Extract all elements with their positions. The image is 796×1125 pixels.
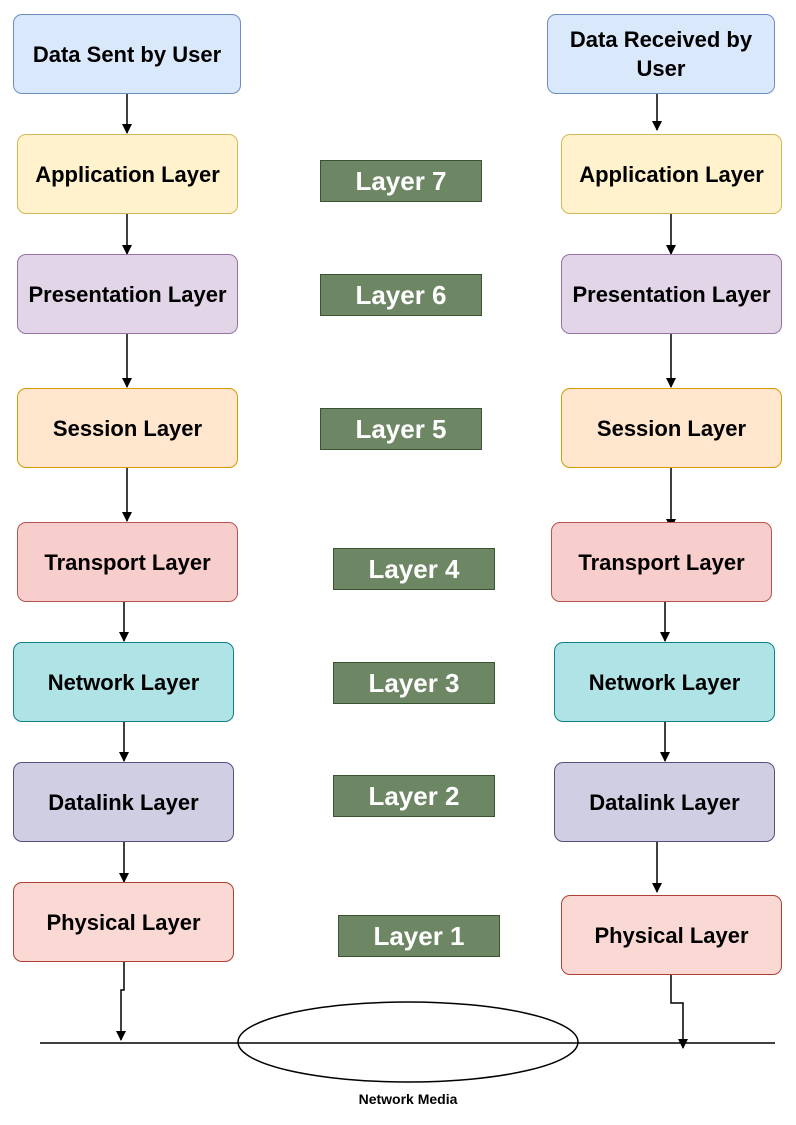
sender-session-layer-label: Session Layer	[52, 415, 203, 441]
sender-user-label: Data Sent by User	[32, 41, 222, 67]
sender-datalink-layer-label: Datalink Layer	[48, 789, 199, 815]
sender-datalink-layer-box: Datalink Layer	[13, 762, 234, 842]
sender-network-layer-label: Network Layer	[47, 669, 200, 695]
sender-transport-layer-label: Transport Layer	[44, 549, 211, 575]
layer-5-tag: Layer 5	[320, 408, 482, 450]
sender-presentation-layer-label: Presentation Layer	[28, 281, 227, 307]
receiver-datalink-layer-label: Datalink Layer	[589, 789, 740, 815]
arrow-receiver-physical-to-media	[670, 975, 688, 1049]
layer-2-tag: Layer 2	[333, 775, 495, 817]
sender-physical-layer-label: Physical Layer	[46, 909, 201, 935]
receiver-physical-layer-label: Physical Layer	[594, 922, 749, 948]
receiver-user-box: Data Received by User	[547, 14, 775, 94]
receiver-network-layer-label: Network Layer	[588, 669, 741, 695]
sender-user-box: Data Sent by User	[13, 14, 241, 94]
receiver-session-layer-box: Session Layer	[561, 388, 782, 468]
receiver-transport-layer-box: Transport Layer	[551, 522, 772, 602]
layer-3-tag: Layer 3	[333, 662, 495, 704]
receiver-transport-layer-label: Transport Layer	[578, 549, 745, 575]
sender-physical-layer-box: Physical Layer	[13, 882, 234, 962]
receiver-datalink-layer-box: Datalink Layer	[554, 762, 775, 842]
layer-6-tag: Layer 6	[320, 274, 482, 316]
receiver-presentation-layer-box: Presentation Layer	[561, 254, 782, 334]
receiver-presentation-layer-label: Presentation Layer	[572, 281, 771, 307]
sender-application-layer-label: Application Layer	[35, 161, 220, 187]
sender-transport-layer-box: Transport Layer	[17, 522, 238, 602]
sender-network-layer-box: Network Layer	[13, 642, 234, 722]
layer-1-tag: Layer 1	[338, 915, 500, 957]
network-media-label: Network Media	[358, 1091, 458, 1107]
receiver-network-layer-box: Network Layer	[554, 642, 775, 722]
network-media-ellipse	[237, 1001, 579, 1083]
arrow-sender-physical-to-media	[116, 962, 126, 1041]
receiver-user-label: Data Received by User	[569, 27, 753, 81]
receiver-application-layer-box: Application Layer	[561, 134, 782, 214]
layer-4-tag: Layer 4	[333, 548, 495, 590]
sender-application-layer-box: Application Layer	[17, 134, 238, 214]
sender-presentation-layer-box: Presentation Layer	[17, 254, 238, 334]
receiver-session-layer-label: Session Layer	[596, 415, 747, 441]
receiver-application-layer-label: Application Layer	[579, 161, 764, 187]
sender-session-layer-box: Session Layer	[17, 388, 238, 468]
receiver-physical-layer-box: Physical Layer	[561, 895, 782, 975]
layer-7-tag: Layer 7	[320, 160, 482, 202]
